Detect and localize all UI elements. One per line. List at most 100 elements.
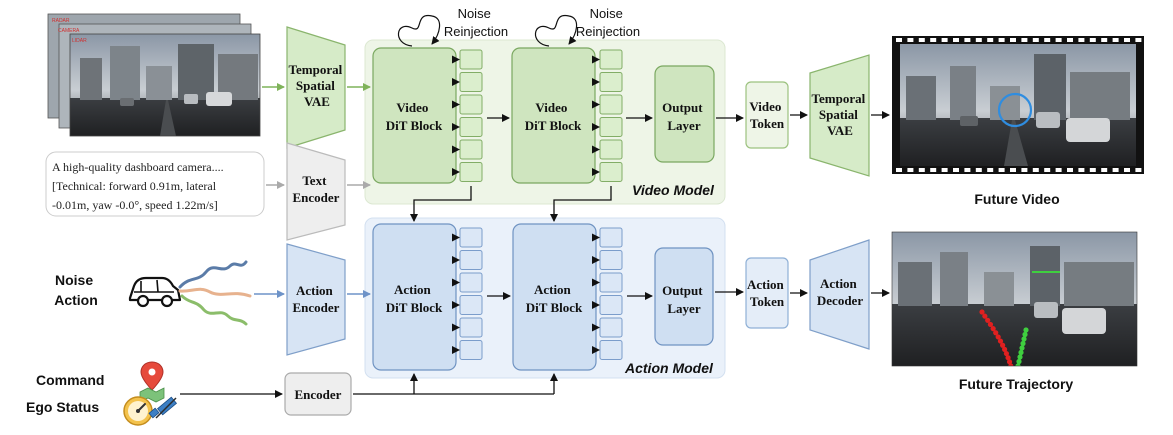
token-cell bbox=[599, 340, 623, 360]
action-decoder: Action Decoder bbox=[809, 239, 870, 350]
trajectory-dot-green bbox=[1018, 349, 1024, 356]
text-prompt-box bbox=[45, 151, 265, 217]
command-label: Command bbox=[36, 372, 104, 388]
attention-circle bbox=[997, 92, 1033, 128]
film-hole bbox=[953, 168, 959, 172]
map-pin-icon bbox=[139, 361, 165, 403]
frame-tag-lidar: LIDAR bbox=[72, 38, 87, 44]
action-token: Action Token bbox=[745, 257, 789, 329]
noise-reinjection-2: Noise Reinjection bbox=[534, 6, 640, 47]
film-hole bbox=[1135, 38, 1142, 42]
film-hole bbox=[1078, 38, 1085, 42]
arrow-video-block2-to-action-block2 bbox=[550, 186, 612, 222]
svg-text:Video DiT Block: Video DiT Block bbox=[525, 100, 582, 133]
svg-text:Output Layer: Output Layer bbox=[662, 283, 706, 316]
film-hole bbox=[1124, 168, 1130, 172]
svg-text:Encoder: Encoder bbox=[295, 387, 342, 402]
noisy-action-curves bbox=[178, 260, 252, 326]
token-cell bbox=[599, 94, 623, 115]
film-hole bbox=[1067, 38, 1073, 42]
film-hole bbox=[953, 38, 959, 42]
film-hole bbox=[1089, 38, 1096, 42]
svg-text:Action DiT Block: Action DiT Block bbox=[386, 282, 443, 315]
trajectory-dot-red bbox=[979, 309, 985, 315]
trajectory-dot-red bbox=[982, 313, 988, 319]
trajectory-dot-red bbox=[990, 326, 996, 332]
video-cells-1 bbox=[452, 49, 483, 182]
trajectory-dot-red bbox=[985, 317, 991, 323]
action-cells-1 bbox=[452, 227, 483, 360]
film-hole bbox=[975, 168, 982, 172]
film-hole bbox=[1021, 38, 1028, 42]
trajectory-dot-green bbox=[1020, 340, 1026, 347]
trajectory-dot-red bbox=[995, 334, 1001, 340]
film-hole bbox=[964, 168, 971, 172]
future-video-caption: Future Video bbox=[974, 191, 1059, 207]
film-hole bbox=[1010, 38, 1016, 42]
action-model-label: Action Model bbox=[624, 360, 714, 376]
film-hole bbox=[998, 168, 1005, 172]
svg-text:Text Encoder: Text Encoder bbox=[293, 173, 340, 205]
future-video-image bbox=[892, 36, 1144, 174]
prompt-line-1: A high-quality dashboard camera.... bbox=[52, 160, 224, 174]
token-cell bbox=[599, 227, 623, 248]
noise-reinjection-1: Noise Reinjection bbox=[397, 6, 508, 47]
future-trajectory-image bbox=[891, 231, 1138, 367]
trajectory-dot-red bbox=[993, 330, 999, 336]
film-hole bbox=[1112, 168, 1119, 172]
film-hole bbox=[930, 168, 937, 172]
svg-text:Video Token: Video Token bbox=[749, 99, 785, 131]
film-hole bbox=[918, 38, 925, 42]
film-hole bbox=[1044, 38, 1051, 42]
ego-status-label: Ego Status bbox=[26, 399, 99, 415]
token-cell bbox=[459, 117, 483, 137]
action-dit-block-1: Action DiT Block bbox=[372, 223, 457, 371]
film-hole bbox=[941, 38, 948, 42]
svg-text:Action Decoder: Action Decoder bbox=[817, 276, 863, 308]
token-cell bbox=[599, 162, 623, 182]
film-hole bbox=[964, 38, 971, 42]
film-hole bbox=[907, 38, 914, 42]
prompt-line-3: -0.01m, yaw -0.0°, speed 1.22m/s] bbox=[52, 198, 218, 212]
film-hole bbox=[1055, 38, 1062, 42]
token-cell bbox=[599, 317, 623, 338]
trajectory-dot-red bbox=[1002, 346, 1008, 352]
film-hole bbox=[987, 168, 994, 172]
trajectory-dot-red bbox=[1000, 342, 1006, 348]
film-hole bbox=[918, 168, 925, 172]
film-hole bbox=[1010, 168, 1016, 172]
trajectory-dot-red bbox=[1005, 355, 1011, 361]
video-output-layer: Output Layer bbox=[654, 65, 715, 163]
film-hole bbox=[1101, 168, 1108, 172]
video-dit-block-1: Video DiT Block bbox=[372, 47, 457, 184]
film-hole bbox=[1032, 38, 1039, 42]
prompt-line-2: [Technical: forward 0.91m, lateral bbox=[52, 179, 217, 193]
token-cell bbox=[599, 49, 623, 70]
film-hole bbox=[907, 168, 914, 172]
svg-text:Action Token: Action Token bbox=[747, 277, 787, 309]
action-encoder: Action Encoder bbox=[286, 243, 346, 356]
token-cell bbox=[599, 250, 623, 270]
satellite-icon bbox=[148, 396, 178, 419]
token-cell bbox=[599, 272, 623, 293]
token-cell bbox=[459, 139, 483, 160]
film-strip-holes bbox=[896, 38, 1142, 172]
token-cell bbox=[599, 117, 623, 137]
token-cell bbox=[459, 295, 483, 315]
video-dit-block-2: Video DiT Block bbox=[511, 47, 596, 184]
token-cell bbox=[459, 72, 483, 92]
action-dit-block-2: Action DiT Block bbox=[512, 223, 597, 371]
trajectory-dot-green bbox=[1017, 354, 1023, 360]
token-cell bbox=[459, 272, 483, 293]
video-model-label: Video Model bbox=[632, 182, 715, 198]
trajectory-dot-red bbox=[987, 321, 994, 328]
trajectory-dot-green bbox=[1016, 358, 1022, 365]
film-hole bbox=[1124, 38, 1130, 42]
trajectory-dot-red bbox=[997, 338, 1004, 344]
token-cell bbox=[459, 340, 483, 360]
film-hole bbox=[975, 38, 982, 42]
film-hole bbox=[1135, 168, 1142, 172]
temporal-spatial-vae-decoder: Temporal Spatial VAE bbox=[809, 54, 870, 177]
token-cell bbox=[459, 250, 483, 270]
